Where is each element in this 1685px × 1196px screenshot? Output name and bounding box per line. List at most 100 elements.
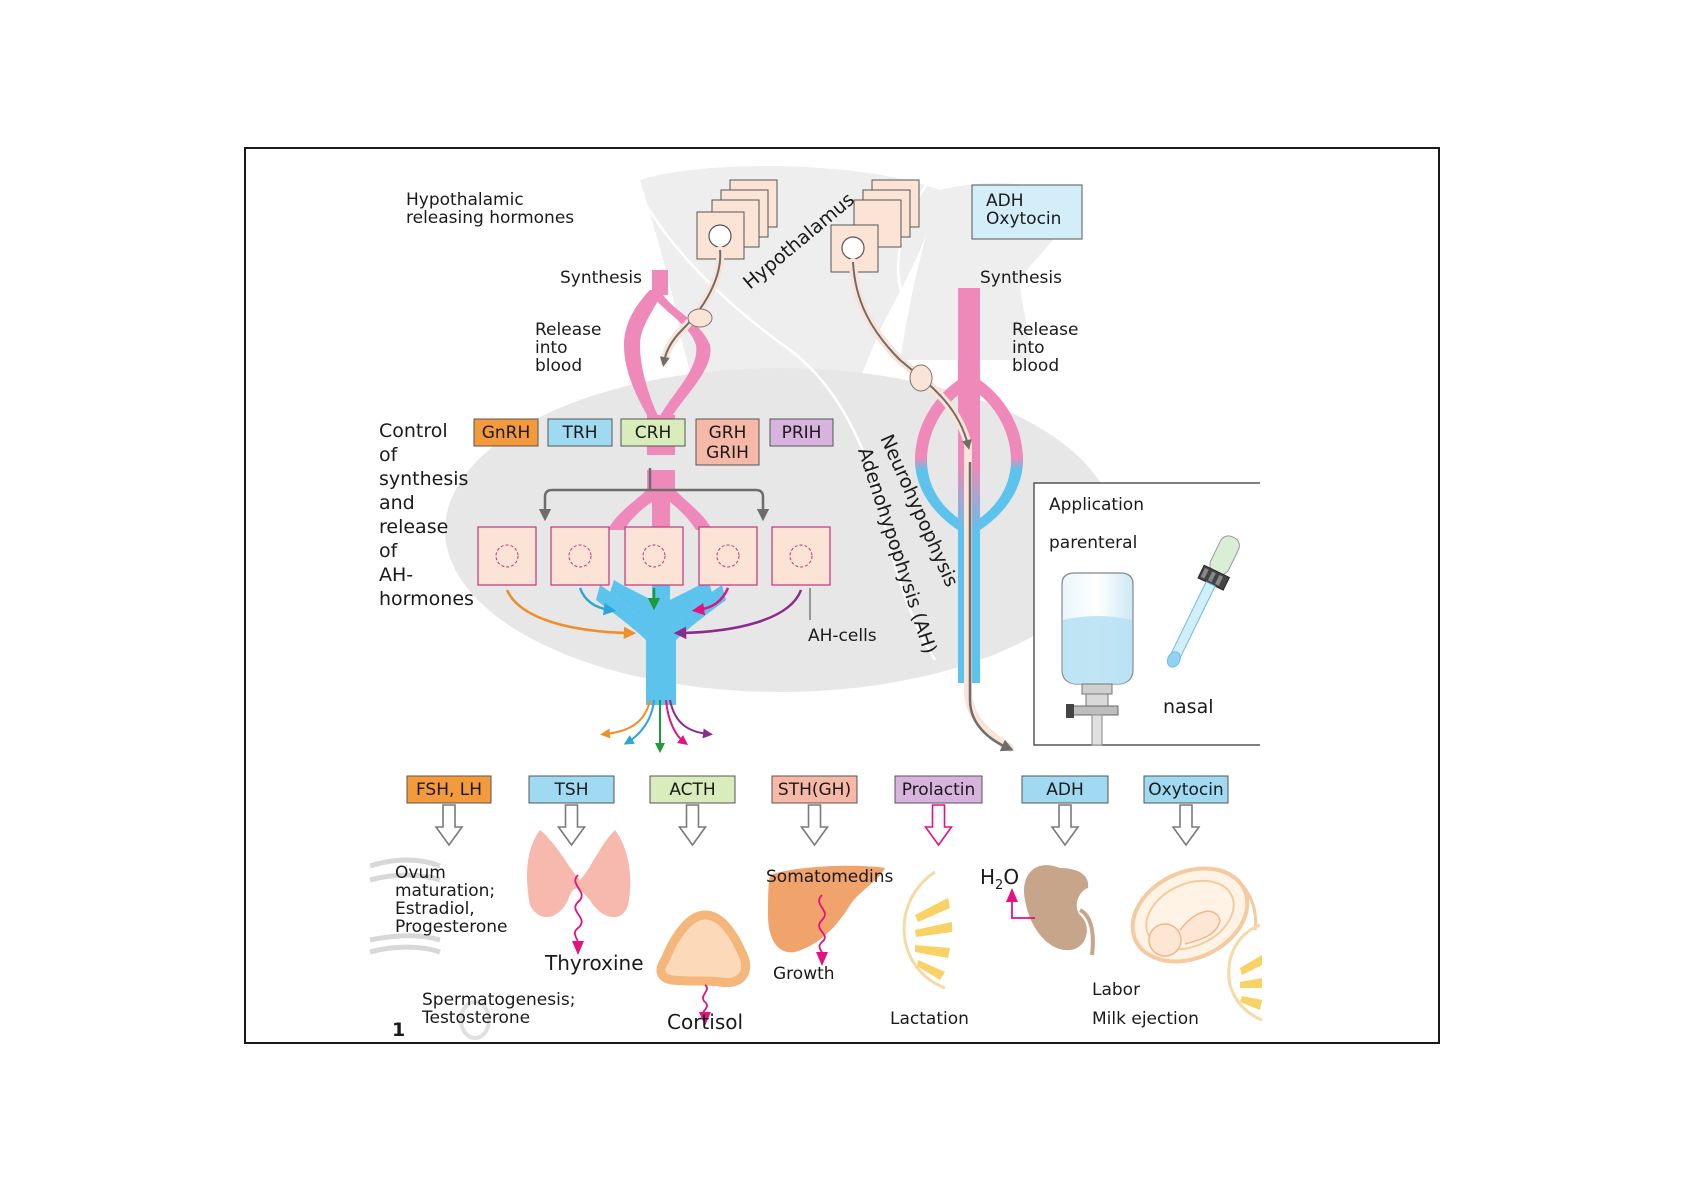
milk-ejection-label: Milk ejection [1092,1009,1199,1029]
thyroid-gland-icon [527,830,631,955]
control-line-2: of [379,444,399,466]
control-line-5: release [379,516,448,538]
target-box-bg [528,775,615,804]
hypothalamic-cell-stack-left [696,179,778,260]
control-line-7: AH- [379,564,413,586]
control-line-8: hormones [379,588,474,610]
target-label: ACTH [669,780,715,800]
adrenal-gland-icon [656,910,751,1026]
control-line-6: of [379,540,399,562]
hollow-down-arrow-icon [799,804,830,847]
rh-label: GnRH [482,423,531,443]
labor-label: Labor [1092,980,1140,1000]
infusion-bottle-icon [1061,572,1134,746]
mammary-gland-icon [902,870,952,990]
target-box-2: ACTH [649,775,736,847]
axon-right-arrow [852,261,972,450]
adh-oxytocin-box [971,184,1083,240]
axon-left-arrow [659,249,722,367]
rh-box-bg [695,418,760,466]
ovary-testis-sketch [369,857,491,1040]
hyp-releasing-line-2: releasing hormones [406,208,574,228]
rh-box-bg [547,418,613,447]
spermatogenesis-line-2: Testosterone [421,1008,530,1028]
application-title: Application [1049,495,1144,515]
outflow-magenta [665,699,688,746]
target-label: STH(GH) [778,780,851,800]
target-box-bg [1143,775,1229,804]
lactation-label: Lactation [890,1009,969,1029]
target-label: FSH, LH [416,780,482,800]
rh-label: GRH [709,423,747,443]
rh-box-bg [473,418,539,447]
mammary-gland-icon-2 [1227,923,1263,1022]
target-box-bg [649,775,736,804]
rh-box-trh: TRH [547,418,613,447]
bracket-right [650,488,770,522]
ah-cells-label: AH-cells [808,626,877,646]
release-right-line-3: blood [1012,356,1059,376]
synthesis-label-right: Synthesis [980,268,1062,288]
hollow-down-arrow-icon [556,804,587,847]
adh-oxytocin-line-1: ADH [986,191,1024,211]
control-line-4: and [379,492,415,514]
outflow-blue [623,699,655,745]
rh-label: GRIH [706,443,749,463]
ah-cells [477,526,831,586]
hollow-down-arrow-icon [434,804,464,847]
gh-secretion-arrow [691,587,730,616]
release-right-line-1: Release [1012,320,1078,340]
gonadotropin-secretion-arrow [505,589,637,640]
target-label: TSH [554,780,589,800]
spermatogenesis-line-1: Spermatogenesis; [422,990,575,1010]
kidney-icon [1006,865,1095,956]
rh-label: CRH [635,423,671,443]
growth-label: Growth [773,964,835,984]
target-label: Oxytocin [1148,780,1223,800]
nasal-dropper-icon [1166,535,1240,668]
adh-oxytocin-line-2: Oxytocin [986,209,1061,229]
water-label: H2O [980,865,1019,893]
figure-number: 1 [392,1019,405,1041]
rh-label: TRH [562,423,598,443]
rh-box-crh: CRH [620,418,686,447]
adh-release-arrow [968,462,1014,752]
target-box-6: Oxytocin [1143,775,1229,847]
parenteral-label: parenteral [1049,533,1137,553]
outflow-purple [669,699,713,739]
rh-box-gnrh: GnRH [473,418,539,447]
hollow-down-arrow-icon [677,804,708,847]
release-left-line-3: blood [535,356,582,376]
hollow-down-arrow-icon [1171,804,1201,847]
somatomedins-label: Somatomedins [766,867,894,887]
rh-box-bg [620,418,686,447]
fsh-effect-line-4: Progesterone [395,917,507,937]
target-box-3: STH(GH) [771,775,858,847]
axon-terminal-right [909,364,933,392]
synthesis-label-left: Synthesis [560,268,642,288]
fsh-effect-line-1: Ovum [395,863,446,883]
rh-label: PRIH [782,423,822,443]
bracket-left [538,468,652,522]
nasal-label: nasal [1163,696,1214,718]
target-box-bg [1021,775,1109,804]
water-label-text: H [980,865,995,889]
thyroxine-label: Thyroxine [544,951,644,975]
target-box-0: FSH, LH [406,775,492,847]
control-line-3: synthesis [379,468,468,490]
fsh-effect-line-3: Estradiol, [395,899,475,919]
application-panel: Application parenteral nasal [1033,482,1260,746]
target-box-4: Prolactin [894,775,983,847]
hyp-releasing-line-1: Hypothalamic [406,190,524,210]
hollow-down-arrow-icon [1050,804,1080,847]
outflow-orange [600,699,651,739]
target-box-1: TSH [528,775,615,847]
prolactin-secretion-arrow [673,589,803,640]
tsh-secretion-arrow [578,587,617,616]
release-left-line-2: into [535,338,568,358]
liver-icon [768,865,885,966]
